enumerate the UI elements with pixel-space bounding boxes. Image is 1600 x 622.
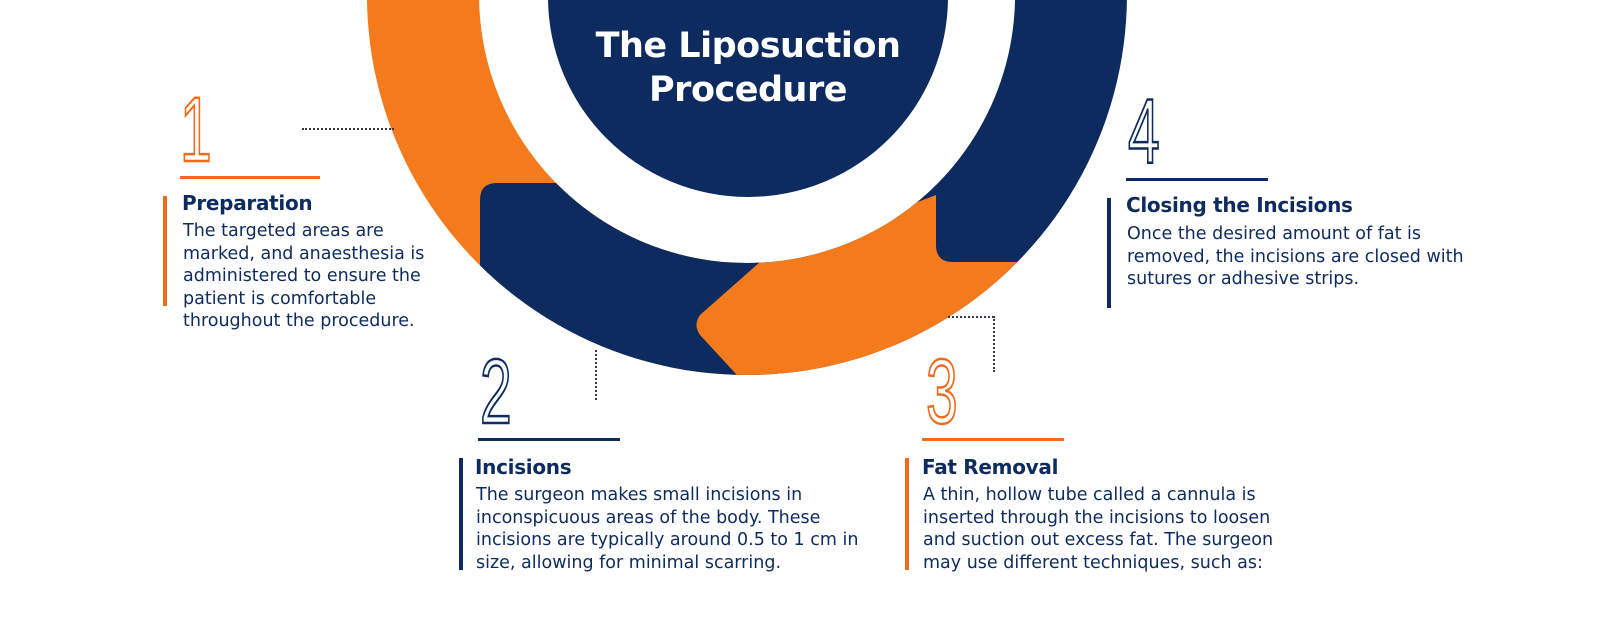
step-3-description: A thin, hollow tube called a cannula is … — [923, 485, 1274, 573]
step-4-accent-bar — [1107, 198, 1111, 308]
step-3-number: 3 — [925, 341, 958, 443]
step-2-number: 2 — [479, 341, 512, 443]
step-4-number: 4 — [1127, 81, 1160, 183]
step-4-divider — [1126, 178, 1268, 181]
step-4-description: Once the desired amount of fat is remove… — [1127, 224, 1464, 289]
connector-step-3-horizontal — [948, 316, 994, 318]
step-2-divider — [478, 438, 620, 441]
connector-step-2 — [595, 350, 597, 400]
step-1-description: The targeted areas are marked, and anaes… — [183, 221, 425, 331]
step-1-divider — [180, 176, 320, 179]
connector-step-1 — [302, 128, 394, 130]
ring-segment-navy-bottom-left — [480, 183, 760, 376]
connector-step-3-vertical — [993, 316, 995, 372]
step-1-number: 1 — [179, 79, 212, 181]
step-2-accent-bar — [459, 458, 463, 570]
title-line-1: The Liposuction — [595, 26, 901, 66]
title-line-2: Procedure — [649, 70, 847, 110]
page-title: The Liposuction Procedure — [548, 24, 948, 112]
step-4-heading: Closing the Incisions — [1126, 193, 1353, 217]
step-2-description: The surgeon makes small incisions in inc… — [476, 485, 859, 573]
step-3-accent-bar — [905, 458, 909, 570]
center-circle — [548, 0, 948, 197]
step-1-heading: Preparation — [182, 191, 313, 215]
step-1-accent-bar — [163, 196, 167, 306]
step-2-heading: Incisions — [475, 455, 572, 479]
step-3-divider — [922, 438, 1064, 441]
step-3-heading: Fat Removal — [922, 455, 1059, 479]
